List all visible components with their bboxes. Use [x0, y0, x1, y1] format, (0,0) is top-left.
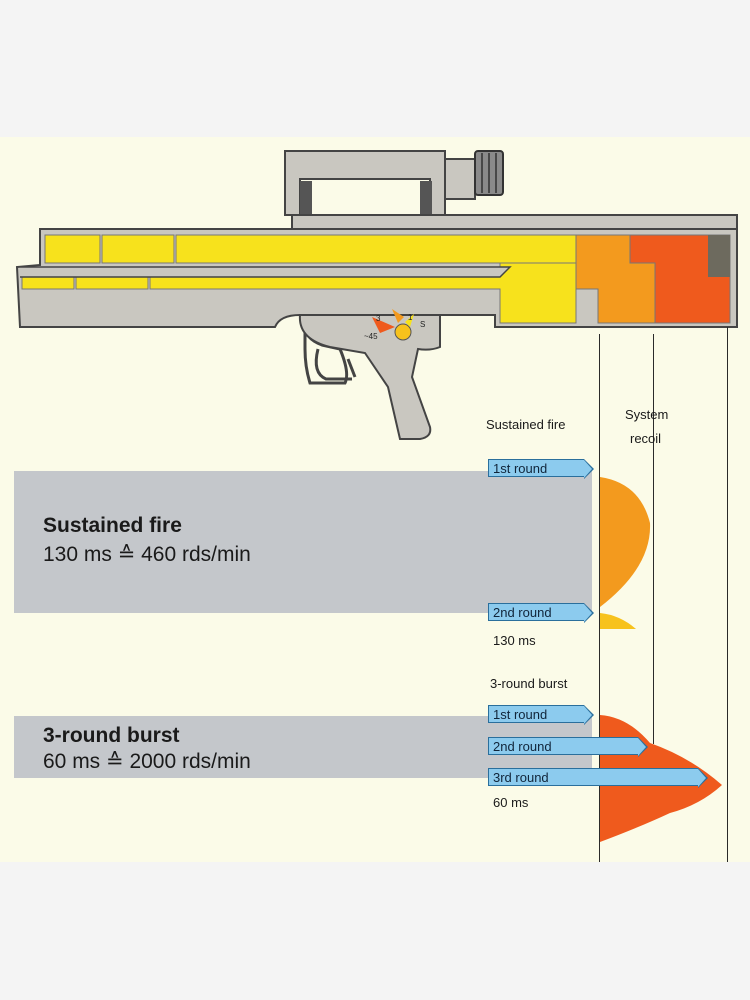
- sustained-round-2: 2nd round: [488, 603, 594, 623]
- header-system: System: [625, 407, 669, 422]
- sustained-round-1: 1st round: [488, 459, 594, 479]
- trigger-group: [298, 309, 441, 440]
- sustained-time: 130 ms: [493, 633, 536, 648]
- header-recoil: recoil: [630, 431, 662, 446]
- line-sustained-fire: [599, 334, 600, 862]
- burst-rate: 60 ms ≙ 2000 rds/min: [43, 750, 251, 773]
- sustained-fire-rate: 130 ms ≙ 460 rds/min: [43, 543, 251, 566]
- burst-round-1: 1st round: [488, 705, 594, 725]
- rifle-body: [15, 228, 738, 328]
- scope: [284, 150, 738, 230]
- sustained-fire-title: Sustained fire: [43, 514, 182, 537]
- header-sustained-fire: Sustained fire: [486, 417, 566, 432]
- line-system-recoil-2: [727, 327, 728, 862]
- line-system-recoil-1: [653, 334, 654, 744]
- selector-mark-1: 1: [408, 313, 413, 322]
- burst-time: 60 ms: [493, 795, 529, 810]
- selector-mark-45: ~45: [364, 332, 378, 341]
- sustained-fire-band: [14, 471, 592, 613]
- rifle-illustration: 3 1 S ~45: [15, 150, 738, 842]
- burst-round-2: 2nd round: [488, 737, 648, 757]
- selector-mark-s: S: [420, 320, 425, 329]
- burst-label: 3-round burst: [490, 676, 568, 691]
- burst-round-3: 3rd round: [488, 768, 708, 788]
- selector-mark-3: 3: [376, 314, 381, 323]
- diagram-panel: 3 1 S ~45 Sustained fire System recoil S…: [0, 137, 750, 862]
- burst-title: 3-round burst: [43, 724, 180, 747]
